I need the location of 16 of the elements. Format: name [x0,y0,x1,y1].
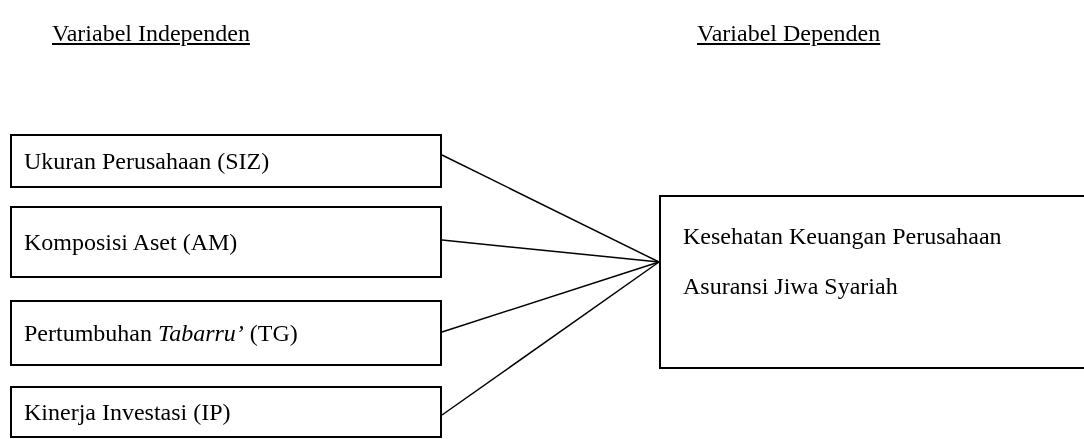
variable-box [10,206,442,278]
variable-box [10,386,442,438]
node-label: Kesehatan Keuangan Perusahaan Asuransi Jiwa Syariah [683,222,1003,301]
connector-line [441,261,660,416]
connector-line [441,154,660,263]
variable-box [10,134,442,188]
column-heading: Variabel Dependen [697,19,881,48]
connector-line [441,239,660,263]
node-label: Komposisi Aset (AM) [24,228,239,257]
dependent-variable-box [659,195,1084,369]
column-heading: Variabel Independen [52,19,250,48]
connector-line [441,261,660,333]
variable-box [10,300,442,366]
node-label: Pertumbuhan Tabarru’ (TG) [24,319,299,348]
node-label: Ukuran Perusahaan (SIZ) [24,147,271,176]
node-label: Kinerja Investasi (IP) [24,398,232,427]
